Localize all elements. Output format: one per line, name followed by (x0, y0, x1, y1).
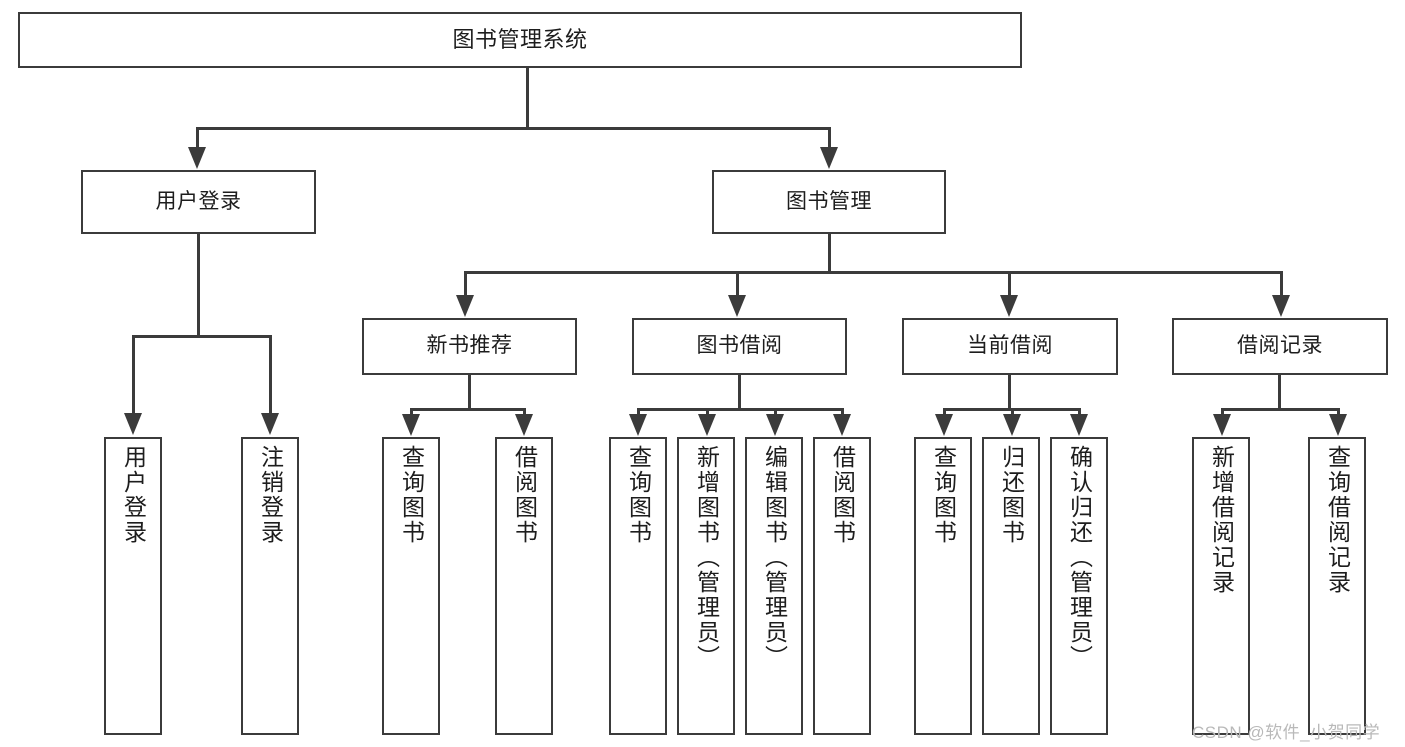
arrowhead-leaf-query-book-1 (402, 414, 420, 436)
connector-book-management-stem (828, 234, 831, 272)
connector-new-book-leaf-1 (410, 408, 413, 416)
arrowhead-leaf-query-book-2 (629, 414, 647, 436)
connector-top-bus (197, 127, 831, 130)
connector-new-book-bus (411, 408, 526, 411)
connector-user-login-stem (197, 234, 200, 336)
connector-borrow-record-bus (1222, 408, 1340, 411)
arrowhead-leaf-query-book-3 (935, 414, 953, 436)
node-label: 新增图书（管理员） (693, 445, 720, 670)
leaf-edit-book-admin[interactable]: 编辑图书（管理员） (745, 437, 803, 735)
node-label: 用户登录 (120, 445, 147, 545)
connector-root-stem (526, 68, 529, 128)
arrowhead-leaf-add-record (1213, 414, 1231, 436)
node-root-book-management-system[interactable]: 图书管理系统 (18, 12, 1022, 68)
node-label: 查询图书 (930, 445, 957, 545)
node-label: 确认归还（管理员） (1066, 445, 1093, 670)
connector-user-login-leaf-2 (269, 335, 272, 415)
node-label: 新增借阅记录 (1208, 445, 1235, 595)
connector-borrow-record-stem (1278, 375, 1281, 409)
connector-book-borrow-stem (738, 375, 741, 409)
connector-book-management-bus (465, 271, 1283, 274)
node-label: 查询图书 (625, 445, 652, 545)
leaf-borrow-book-recommend[interactable]: 借阅图书 (495, 437, 553, 735)
leaf-query-borrow-record[interactable]: 查询借阅记录 (1308, 437, 1366, 735)
node-new-book-recommend[interactable]: 新书推荐 (362, 318, 577, 375)
arrowhead-book-borrow (728, 295, 746, 317)
leaf-return-book[interactable]: 归还图书 (982, 437, 1040, 735)
leaf-add-borrow-record[interactable]: 新增借阅记录 (1192, 437, 1250, 735)
arrowhead-leaf-user-login (124, 413, 142, 435)
node-label: 借阅图书 (829, 445, 856, 545)
arrowhead-new-book-recommend (456, 295, 474, 317)
node-label: 图书管理系统 (452, 27, 588, 53)
node-label: 查询借阅记录 (1324, 445, 1351, 595)
arrowhead-user-login (188, 147, 206, 169)
arrowhead-leaf-borrow-book-2 (833, 414, 851, 436)
leaf-add-book-admin[interactable]: 新增图书（管理员） (677, 437, 735, 735)
arrowhead-leaf-add-book (698, 414, 716, 436)
arrowhead-leaf-logout (261, 413, 279, 435)
arrowhead-leaf-return-book (1003, 414, 1021, 436)
node-label: 注销登录 (257, 445, 284, 545)
arrowhead-leaf-query-record (1329, 414, 1347, 436)
node-user-login[interactable]: 用户登录 (81, 170, 316, 234)
node-label: 归还图书 (998, 445, 1025, 545)
leaf-query-book-recommend[interactable]: 查询图书 (382, 437, 440, 735)
connector-book-borrow-bus (638, 408, 844, 411)
connector-new-book-stem (468, 375, 471, 409)
node-label: 用户登录 (155, 189, 242, 213)
csdn-watermark: CSDN @软件_小贺同学 (1192, 723, 1381, 742)
connector-book-borrow-leaf-1 (637, 408, 640, 416)
node-book-borrow[interactable]: 图书借阅 (632, 318, 847, 375)
leaf-confirm-return-admin[interactable]: 确认归还（管理员） (1050, 437, 1108, 735)
connector-to-borrow-record (1280, 271, 1283, 297)
node-label: 查询图书 (398, 445, 425, 545)
arrowhead-current-borrow (1000, 295, 1018, 317)
leaf-borrow-book[interactable]: 借阅图书 (813, 437, 871, 735)
connector-book-borrow-leaf-3 (774, 408, 777, 416)
leaf-user-login[interactable]: 用户登录 (104, 437, 162, 735)
connector-current-borrow-leaf-3 (1078, 408, 1081, 416)
node-borrow-record[interactable]: 借阅记录 (1172, 318, 1388, 375)
node-label: 图书借阅 (696, 334, 783, 358)
arrowhead-book-management (820, 147, 838, 169)
connector-new-book-leaf-2 (523, 408, 526, 416)
node-current-borrow[interactable]: 当前借阅 (902, 318, 1118, 375)
connector-to-book-borrow (736, 271, 739, 297)
node-label: 编辑图书（管理员） (761, 445, 788, 670)
arrowhead-borrow-record (1272, 295, 1290, 317)
connector-current-borrow-leaf-2 (1011, 408, 1014, 416)
connector-book-borrow-leaf-4 (841, 408, 844, 416)
connector-borrow-record-leaf-1 (1221, 408, 1224, 416)
connector-to-new-book (464, 271, 467, 297)
leaf-query-book-current[interactable]: 查询图书 (914, 437, 972, 735)
arrowhead-leaf-borrow-book-1 (515, 414, 533, 436)
connector-to-current-borrow (1008, 271, 1011, 297)
arrowhead-leaf-edit-book (766, 414, 784, 436)
connector-book-borrow-leaf-2 (706, 408, 709, 416)
connector-borrow-record-leaf-2 (1337, 408, 1340, 416)
node-label: 当前借阅 (967, 334, 1053, 358)
node-label: 新书推荐 (426, 334, 513, 358)
node-label: 图书管理 (786, 189, 872, 213)
connector-current-borrow-stem (1008, 375, 1011, 409)
connector-user-login-leaf-1 (132, 335, 135, 415)
connector-user-login-bus (133, 335, 272, 338)
leaf-logout[interactable]: 注销登录 (241, 437, 299, 735)
connector-to-book-management (828, 127, 831, 149)
node-label: 借阅图书 (511, 445, 538, 545)
leaf-query-book-borrow[interactable]: 查询图书 (609, 437, 667, 735)
connector-current-borrow-leaf-1 (943, 408, 946, 416)
connector-to-user-login (196, 127, 199, 149)
arrowhead-leaf-confirm-return (1070, 414, 1088, 436)
node-label: 借阅记录 (1237, 334, 1323, 358)
node-book-management[interactable]: 图书管理 (712, 170, 946, 234)
